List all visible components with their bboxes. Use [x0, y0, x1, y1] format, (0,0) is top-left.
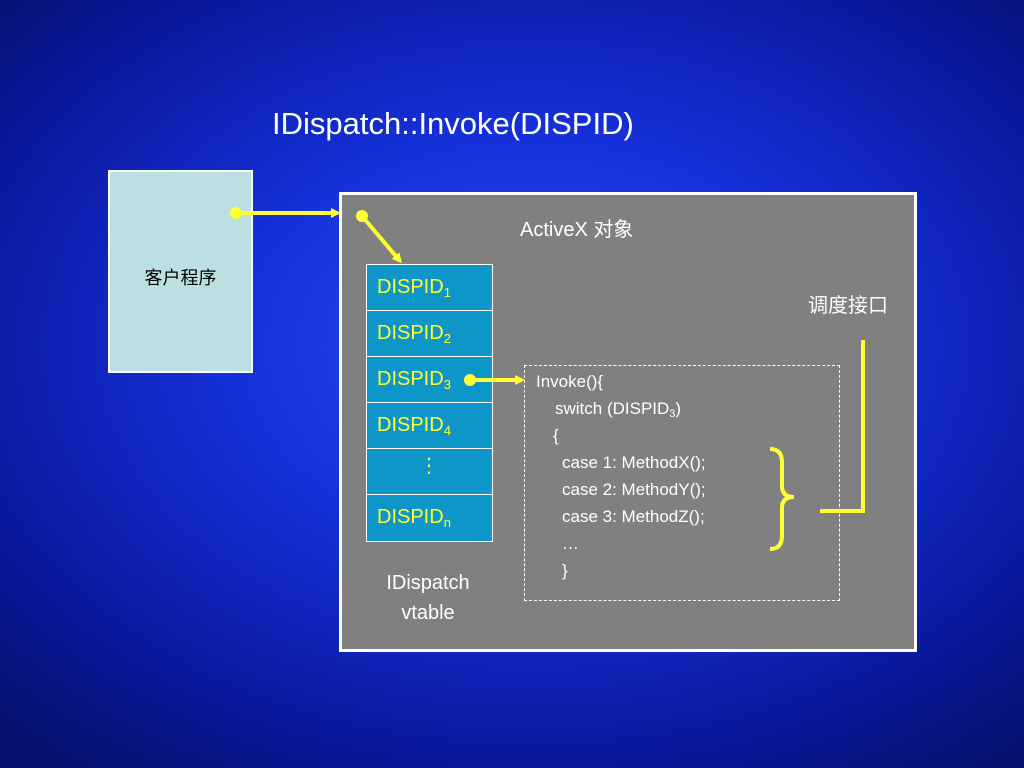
dispatch-interface-label: 调度接口 — [808, 295, 888, 317]
vtable-pointer-line — [360, 214, 402, 264]
vtable-row-dispid-2: DISPID2 — [367, 311, 492, 357]
code-line-case-2: case 2: MethodY(); — [562, 480, 706, 499]
code-line-open-brace: { — [553, 426, 559, 445]
code-line-case-3: case 3: MethodZ(); — [562, 507, 705, 526]
diagram-title: IDispatch::Invoke(DISPID) — [272, 106, 634, 141]
client-program-label: 客户程序 — [144, 268, 217, 288]
cases-curly-brace — [769, 447, 795, 551]
invoke-pointer-dot — [464, 374, 476, 386]
vtable-row-dispid-4: DISPID4 — [367, 403, 492, 449]
code-line-close-brace: } — [562, 561, 568, 580]
dispatch-interface-connector — [820, 340, 865, 513]
invoke-code-box — [524, 365, 840, 601]
code-line-invoke: Invoke(){ — [536, 372, 604, 391]
vtable-row-dispid-1: DISPID1 — [367, 265, 492, 311]
vtable-caption-line1: IDispatch — [386, 572, 470, 594]
vtable-row-ellipsis: ⋮ — [367, 449, 492, 495]
client-program-box: 客户程序 — [108, 170, 253, 373]
activex-object-label: ActiveX 对象 — [520, 219, 634, 241]
vtable-caption-line2: vtable — [401, 602, 455, 624]
vtable-row-dispid-3: DISPID3 — [367, 357, 492, 403]
vtable-pointer-dot — [356, 210, 368, 222]
client-pointer-dot — [230, 207, 242, 219]
code-line-switch: switch (DISPID3) — [555, 399, 682, 420]
code-line-ellipsis: … — [562, 534, 579, 553]
vtable-row-dispid-n: DISPIDn — [377, 506, 451, 530]
vtable-caption: IDispatch vtable — [358, 568, 498, 628]
idispatch-vtable: DISPID1 DISPID2 DISPID3 DISPID4 ⋮ DISPID… — [366, 264, 493, 542]
code-line-case-1: case 1: MethodX(); — [562, 453, 706, 472]
